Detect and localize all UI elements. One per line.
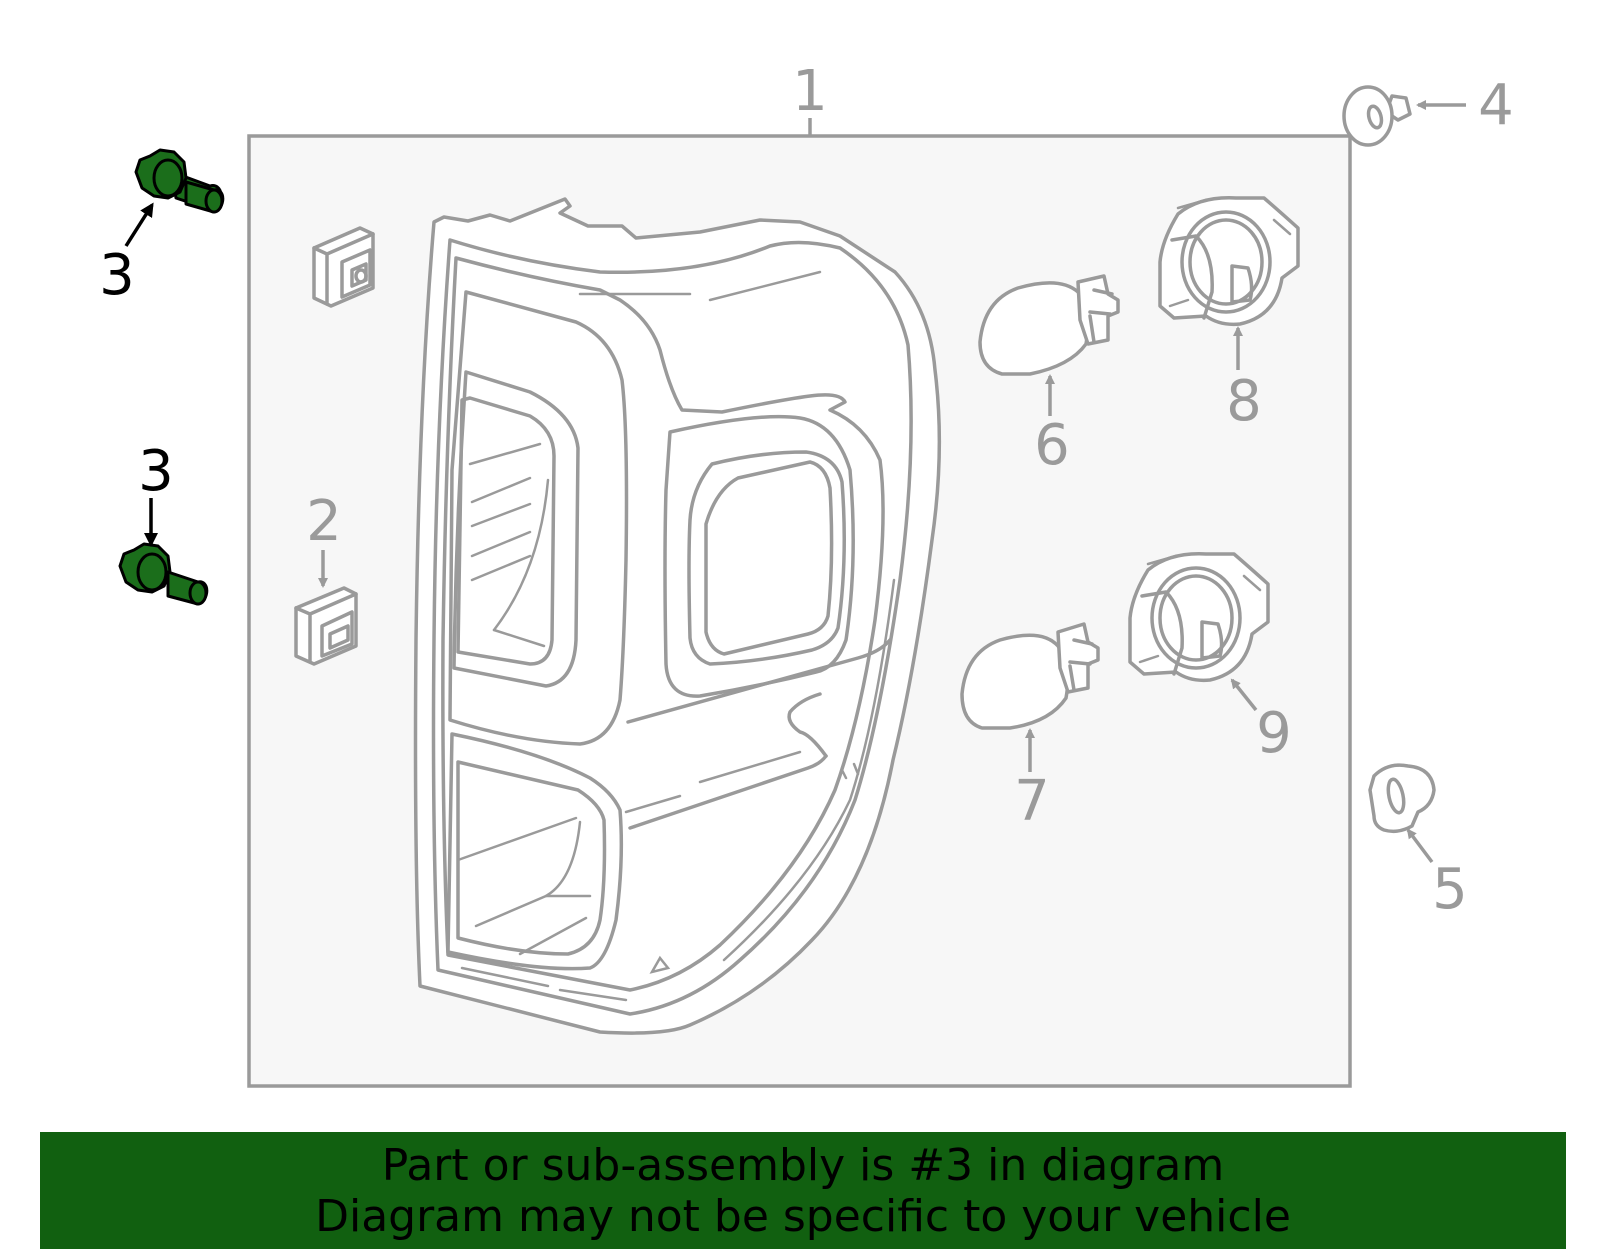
callout-6: 6 (1034, 413, 1070, 478)
bolt-lower[interactable] (118, 542, 209, 606)
banner-line-disclaimer: Diagram may not be specific to your vehi… (315, 1190, 1291, 1242)
callout-5: 5 (1432, 857, 1468, 922)
connector-bracket-lower[interactable] (294, 586, 358, 666)
callout-9-leader (1230, 678, 1258, 712)
bulb-upper[interactable] (978, 274, 1120, 376)
bulb-lower[interactable] (960, 622, 1100, 730)
banner-line-part-number: Part or sub-assembly is #3 in diagram (381, 1139, 1225, 1191)
callout-7: 7 (1014, 769, 1050, 834)
callout-8: 8 (1226, 369, 1262, 434)
callout-4: 4 (1478, 73, 1514, 138)
callout-3-lower: 3 (138, 439, 174, 504)
grommet[interactable] (1342, 85, 1412, 147)
connector-bracket-upper[interactable] (312, 226, 375, 308)
callout-5-leader (1406, 828, 1434, 864)
callout-9: 9 (1256, 701, 1292, 766)
callout-3-upper-leader (124, 202, 154, 247)
part-info-banner: Part or sub-assembly is #3 in diagram Di… (40, 1132, 1566, 1249)
callout-2: 2 (306, 489, 342, 554)
bulb-socket-upper[interactable] (1158, 196, 1300, 327)
bolt-upper[interactable] (134, 148, 225, 214)
callout-1: 1 (792, 59, 828, 124)
bulb-socket-lower[interactable] (1128, 552, 1270, 683)
tail-lamp-assembly[interactable] (413, 197, 942, 1035)
retainer-clip[interactable] (1368, 763, 1436, 834)
callout-3-upper: 3 (99, 243, 135, 308)
